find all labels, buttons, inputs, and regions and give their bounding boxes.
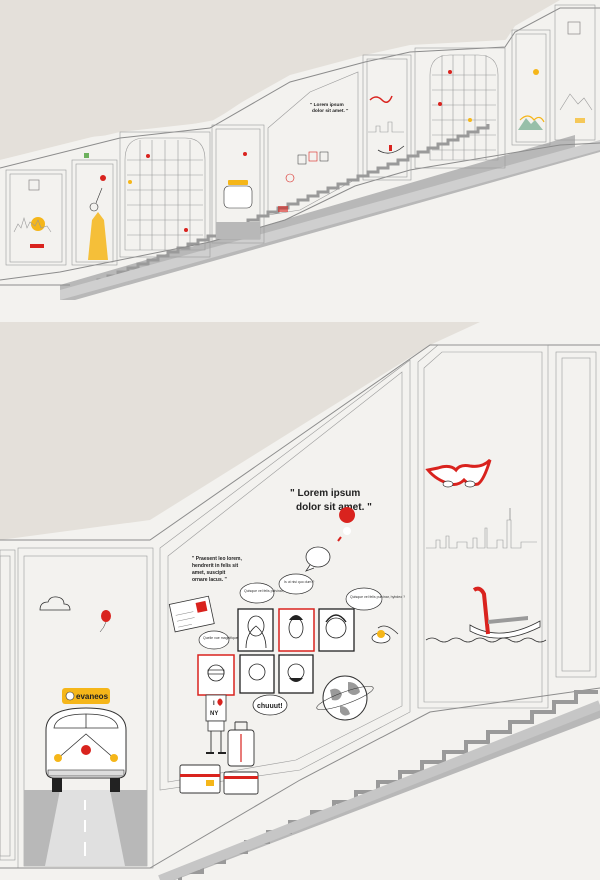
portrait-frame-2 <box>278 608 315 652</box>
tshirt-i: I <box>213 701 215 707</box>
speech-bubble-chuuut: chuuut! <box>252 694 288 716</box>
balloon-icon <box>99 610 111 633</box>
portrait-frame-4 <box>197 654 235 696</box>
traveler-figure: I NY <box>205 694 227 754</box>
svg-text:Is ut nisi quo dum ?: Is ut nisi quo dum ? <box>284 580 314 584</box>
caption-line-4: ornare lacus. " <box>192 577 228 583</box>
portrait-frame-5 <box>239 654 275 694</box>
caption-line-1: " Praesent leo lorem, <box>192 556 243 562</box>
top-quote-line-2: dolor sit amet. " <box>312 108 348 114</box>
postcard-icon <box>168 595 215 633</box>
top-panel-mountains <box>511 29 551 146</box>
top-panel-portraits: " Lorem ipsum dolor sit amet. " <box>267 71 359 216</box>
hand-bowl-icon <box>371 625 399 644</box>
svg-text:Quisque vel felis pulvinar, hy: Quisque vel felis pulvinar, hybdeo ? <box>350 595 405 599</box>
van-brand-label: evaneos <box>76 692 109 701</box>
bottom-panel-venice <box>417 344 549 709</box>
chuuut-label: chuuut! <box>257 703 283 710</box>
caption-line-3: amet, suscipit <box>192 570 226 576</box>
svg-text:Quisque vel felis pulvinar, hy: Quisque vel felis pulvinar, hybdeo ? <box>244 589 299 593</box>
gondola-icon <box>469 586 541 639</box>
main-quote-line-2: dolor sit amet. " <box>296 502 372 513</box>
section-separator <box>0 300 600 322</box>
speech-bubble-1: Quelle vue magnifique ! <box>198 630 240 650</box>
bottom-detail-section: evaneos " Lorem ipsum dolor sit amet. " <box>0 322 600 880</box>
carnival-mask-icon <box>425 458 492 488</box>
suitcase-icon <box>227 721 255 767</box>
portrait-frame-3 <box>318 608 355 652</box>
bottom-stairs <box>150 690 600 880</box>
portrait-frame-1 <box>237 608 274 652</box>
top-quote-line-1: " Lorem ipsum <box>310 102 344 108</box>
svg-text:Quelle vue magnifique !: Quelle vue magnifique ! <box>203 636 240 640</box>
globe-icon <box>316 675 374 721</box>
van-icon: evaneos <box>45 688 127 792</box>
top-overview-section: " Lorem ipsum dolor sit amet. " <box>0 0 600 300</box>
speech-bubble-2: Quisque vel felis pulvinar, hybdeo ? <box>239 582 299 604</box>
speech-bubble-empty <box>304 546 331 572</box>
portrait-frame-6 <box>278 654 314 694</box>
bottom-panel-narrow-left <box>0 549 16 861</box>
cloud-icon <box>39 596 71 611</box>
tshirt-ny: NY <box>210 711 218 717</box>
suitcase-large-icon <box>179 764 259 795</box>
main-quote-line-1: " Lorem ipsum <box>290 488 360 499</box>
bottom-panel-van: evaneos <box>17 547 154 869</box>
top-panel-liberty <box>71 153 118 266</box>
top-panel-venice <box>362 54 412 181</box>
top-panel-city <box>5 169 67 266</box>
top-panel-window-left <box>119 131 211 258</box>
caption-line-2: hendrerit in felis sit <box>192 563 238 569</box>
location-pin-icon <box>337 507 356 542</box>
bottom-panel-narrow-right <box>555 351 597 678</box>
top-panel-window-right <box>414 47 506 169</box>
top-panel-far-right <box>554 4 596 141</box>
speech-bubble-3: Is ut nisi quo dum ? <box>278 573 314 595</box>
speech-bubble-4: Quisque vel felis pulvinar, hybdeo ? <box>345 587 405 611</box>
top-panel-van <box>211 124 265 244</box>
bottom-panel-portraits: " Lorem ipsum dolor sit amet. " " Praese… <box>159 359 411 795</box>
